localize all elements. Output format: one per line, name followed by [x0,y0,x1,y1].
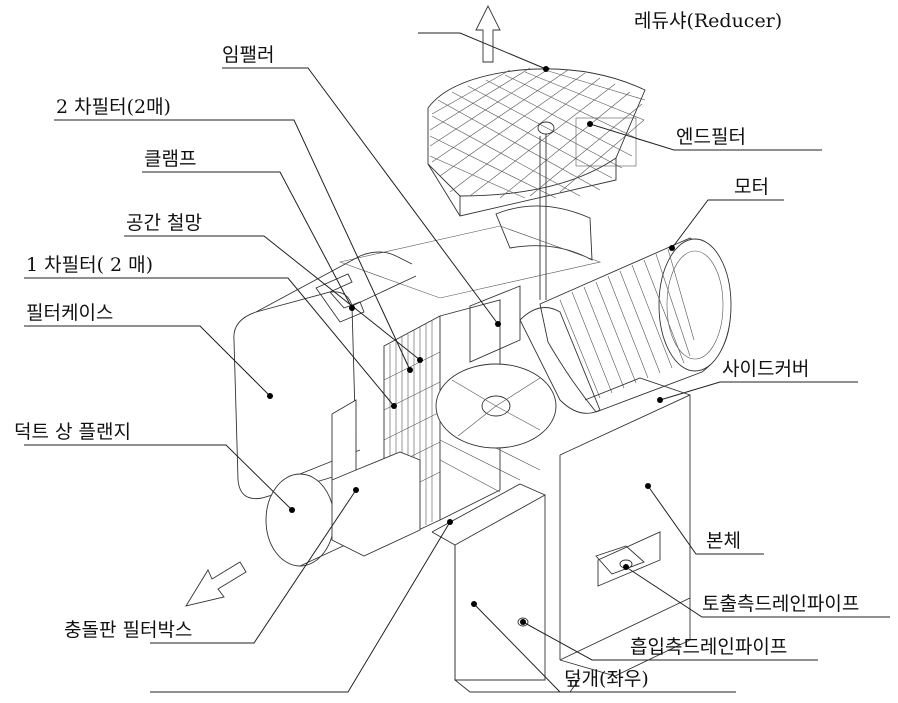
outlet-arrow [475,4,501,63]
machine-drawing [185,4,732,693]
motor-part [519,237,732,414]
label-filter-case: 필터케이스 [26,302,114,324]
label-impeller: 임팰러 [222,44,275,66]
label-cover: 덮개(좌우) [564,668,649,690]
label-discharge-drain: 토출측드레인파이프 [702,593,860,615]
reducer-part [427,67,646,300]
label-first-filter: 1 차필터( 2 매) [26,254,154,276]
upper-housing [495,205,593,261]
label-suction-drain: 흡입측드레인파이프 [630,636,788,658]
leader-lines [24,32,890,693]
label-clamp: 클램프 [144,148,197,170]
label-impact-filter-box: 충돌판 필터박스 [64,619,193,641]
leader-dots [267,66,675,625]
inlet-arrow [185,561,247,607]
label-body: 본체 [706,530,741,552]
label-motor: 모터 [734,176,769,198]
label-space-mesh: 공간 철망 [126,212,202,234]
clamp-part [315,273,365,323]
filter-case-part [233,251,417,567]
impact-box-part [331,399,421,557]
impeller-part [435,285,557,449]
cover-part [431,483,581,693]
label-reducer: 레듀샤(Reducer) [634,10,783,32]
label-end-filter: 엔드필터 [676,126,746,148]
label-duct-flange: 덕트 상 플랜지 [14,421,131,443]
label-side-cover: 사이드커버 [722,358,810,380]
body-part [559,377,691,677]
label-second-filter: 2 차필터(2매) [56,96,171,118]
